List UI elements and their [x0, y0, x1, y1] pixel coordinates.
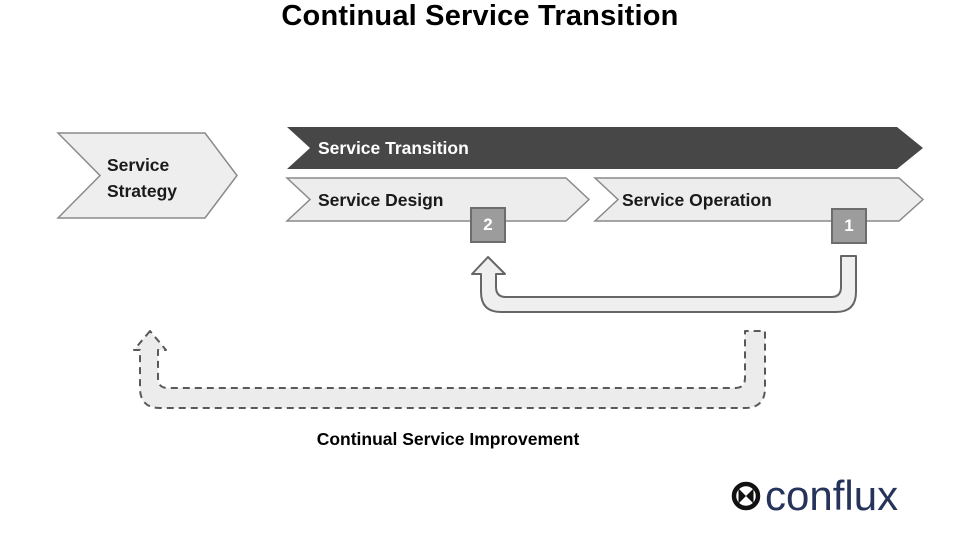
service-strategy-label: Service Strategy — [107, 155, 178, 201]
feedback-loop-arrow — [471, 255, 857, 313]
step-badge-2: 2 — [470, 207, 506, 243]
conflux-mark-icon — [731, 481, 761, 511]
conflux-logo: conflux — [731, 470, 898, 522]
page-title: Continual Service Transition — [281, 0, 679, 32]
step-badge-1: 1 — [831, 208, 867, 244]
conflux-logo-text: conflux — [765, 472, 899, 519]
service-design-label: Service Design — [318, 190, 444, 210]
service-design-arrow — [285, 177, 591, 222]
service-transition-label: Service Transition — [318, 138, 469, 158]
service-transition-arrow — [287, 127, 923, 169]
continual-improvement-loop-arrow — [133, 330, 766, 409]
continual-service-improvement-label: Continual Service Improvement — [316, 429, 580, 449]
service-operation-label: Service Operation — [622, 190, 772, 210]
service-strategy-chevron — [56, 132, 238, 219]
